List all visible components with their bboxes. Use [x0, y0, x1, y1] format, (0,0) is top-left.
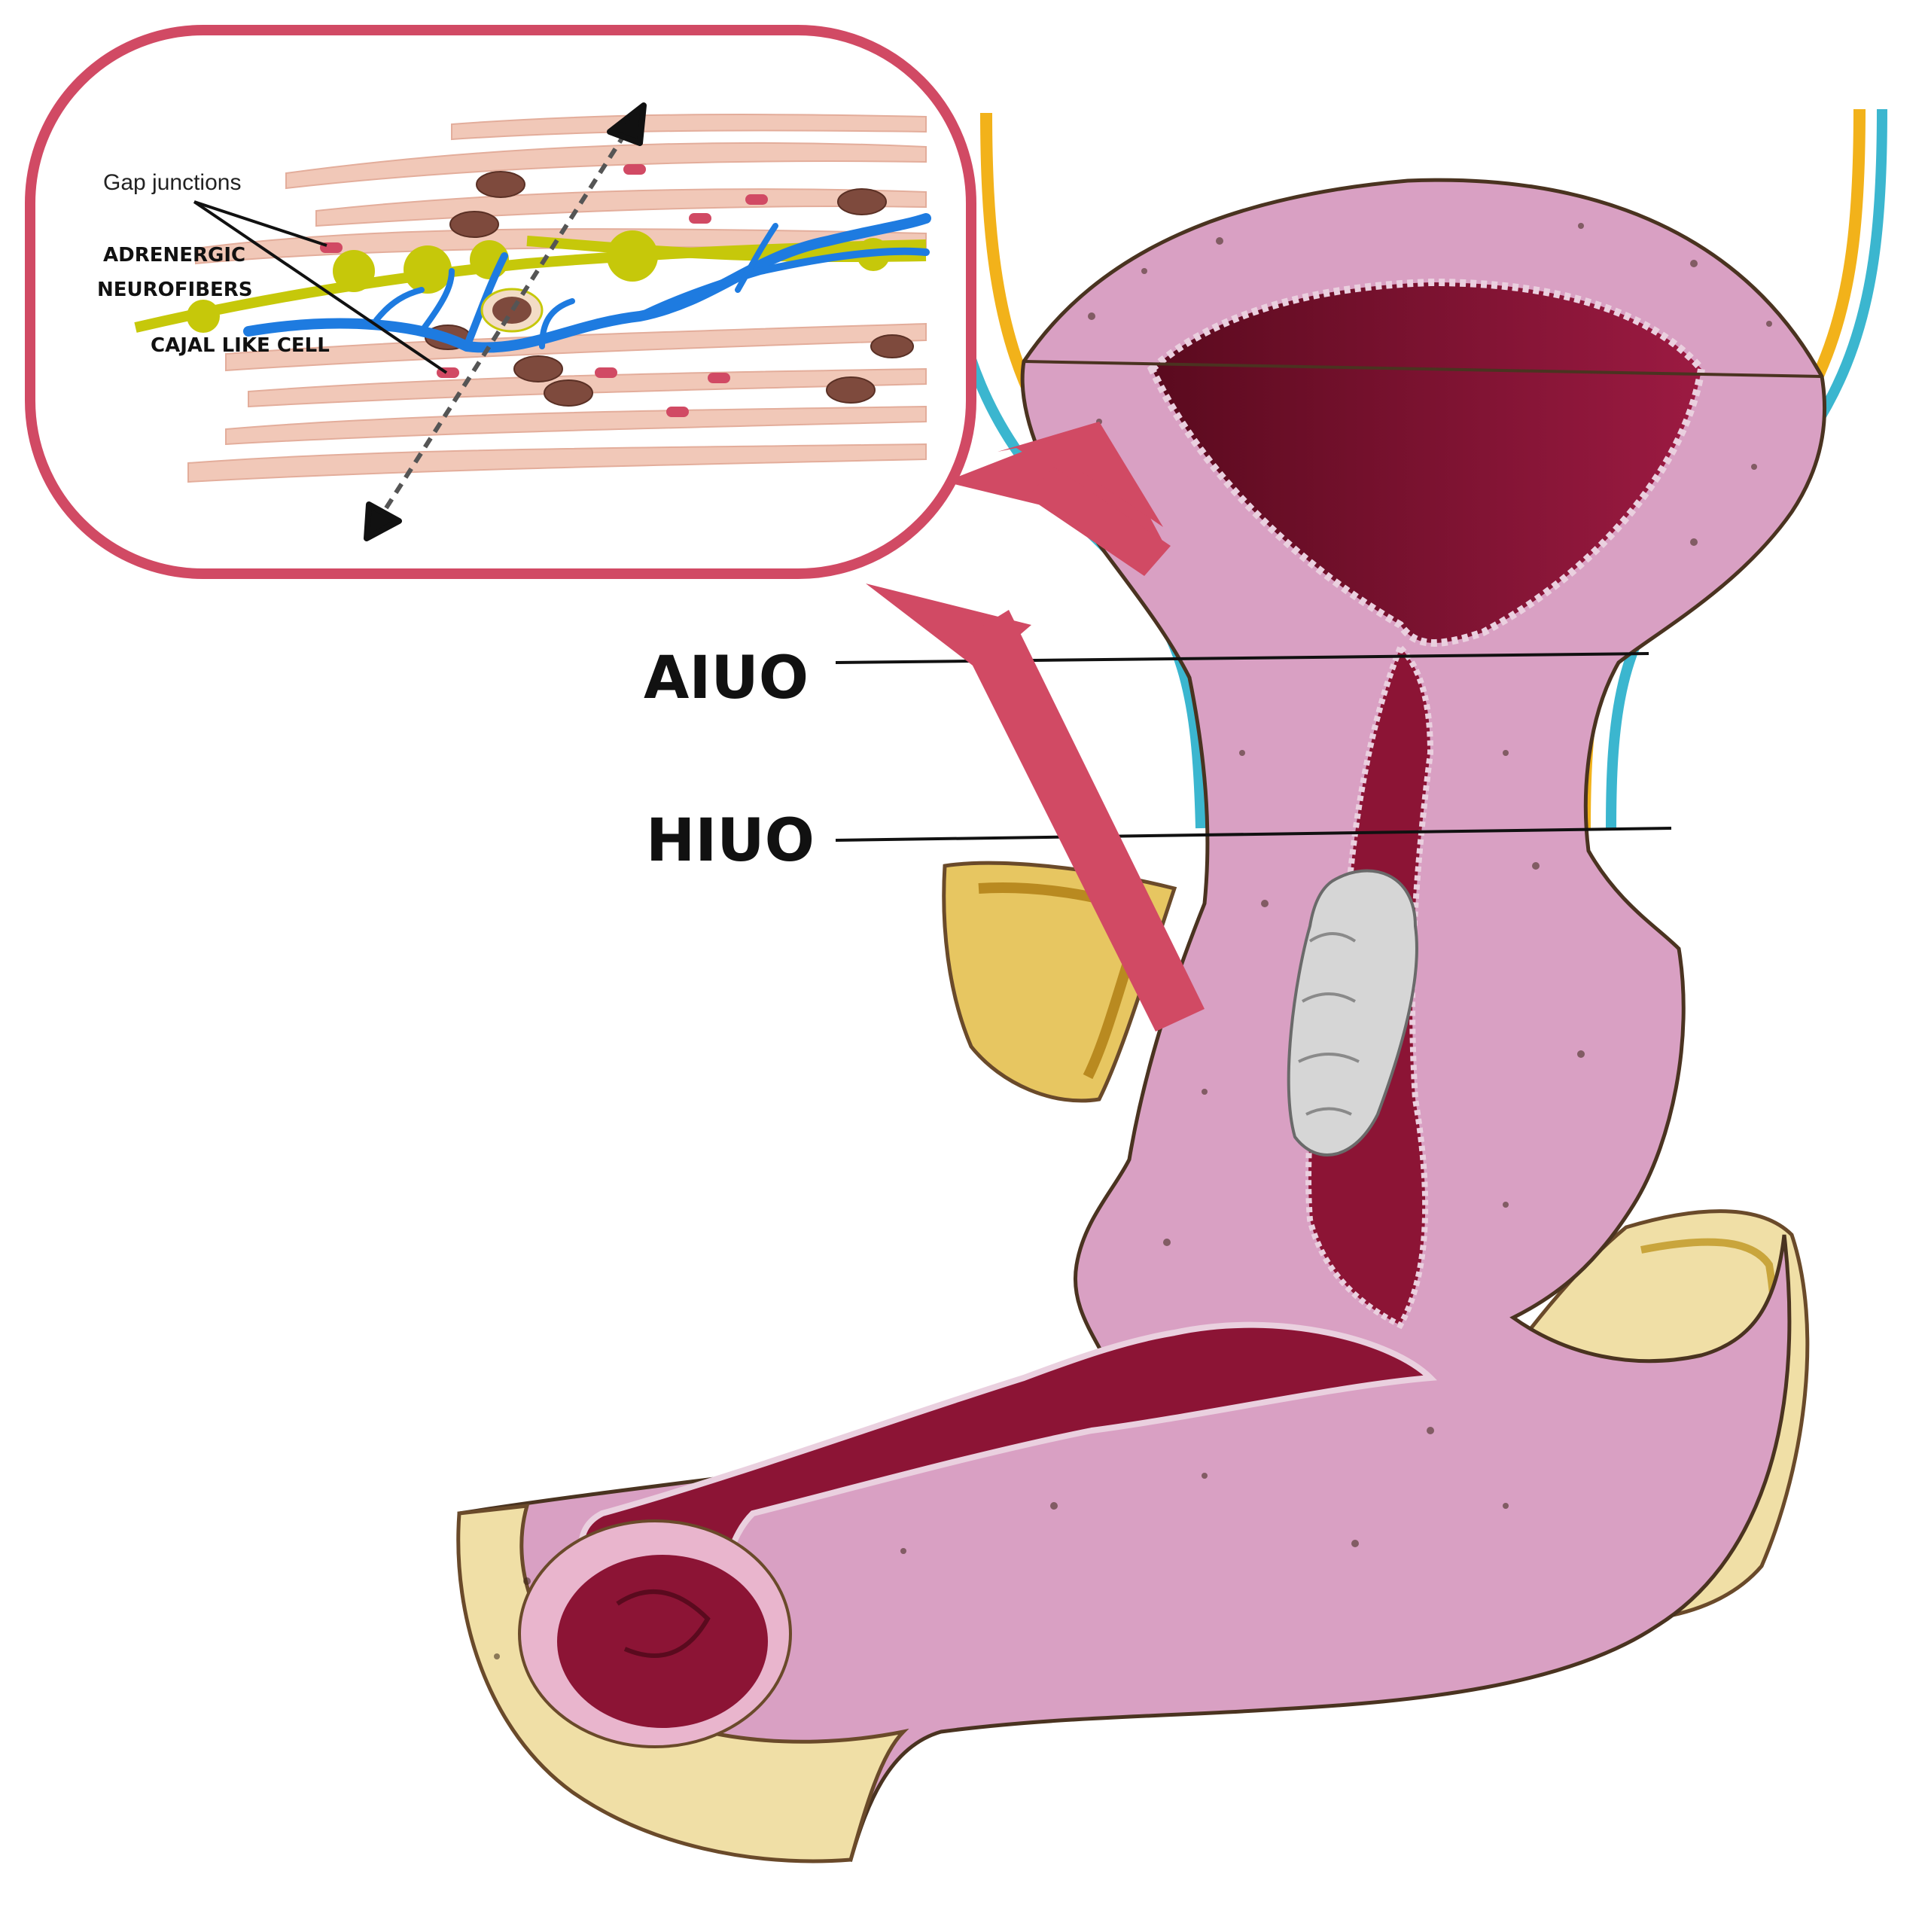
leader-lines: [193, 200, 448, 374]
cajal-like-cell-network: [243, 213, 931, 353]
inset-border: [25, 25, 976, 579]
cajal-cell-nucleus: [492, 297, 531, 324]
level-markers: AIUO HIUO: [644, 645, 1672, 875]
callout-arrows: [866, 422, 1205, 1032]
cajal-like-cell-label: CAJAL LIKE CELL: [151, 334, 330, 357]
section-cut-line: [1023, 360, 1823, 378]
upper-callout-arrow: [945, 422, 1171, 576]
aiuo-label: AIUO: [644, 645, 809, 712]
urethra-cross-section-illustration: [456, 108, 1887, 1863]
magnified-inset: Gap junctions ADRENERGIC NEUROFIBERS CAJ…: [25, 25, 976, 579]
lower-callout-arrow: [866, 584, 1205, 1032]
adrenergic-label-line1: ADRENERGIC: [103, 244, 245, 267]
gap-junctions-label: Gap junctions: [103, 170, 241, 195]
orientation-axis: [364, 102, 647, 541]
tissue-texture: [494, 223, 1772, 1659]
canal-cross-section: [456, 1504, 909, 1863]
gap-junction-marks: [320, 164, 768, 417]
adrenergic-label-line2: NEUROFIBERS: [97, 279, 253, 301]
hiuo-label: HIUO: [646, 807, 815, 875]
hiuo-level-line: [835, 827, 1672, 842]
smooth-muscle-cells-illustration: Gap junctions ADRENERGIC NEUROFIBERS CAJ…: [97, 102, 931, 541]
urethral-lumen: [1287, 641, 1434, 1330]
